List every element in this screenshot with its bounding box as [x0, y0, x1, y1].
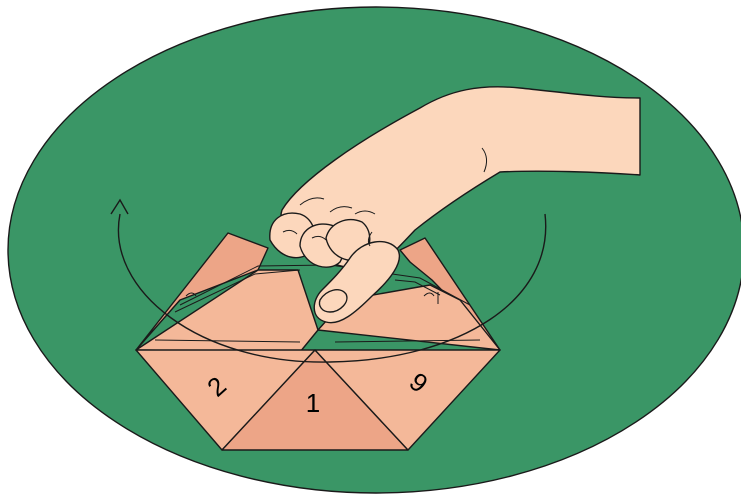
face-label-center: 1 [306, 388, 320, 418]
